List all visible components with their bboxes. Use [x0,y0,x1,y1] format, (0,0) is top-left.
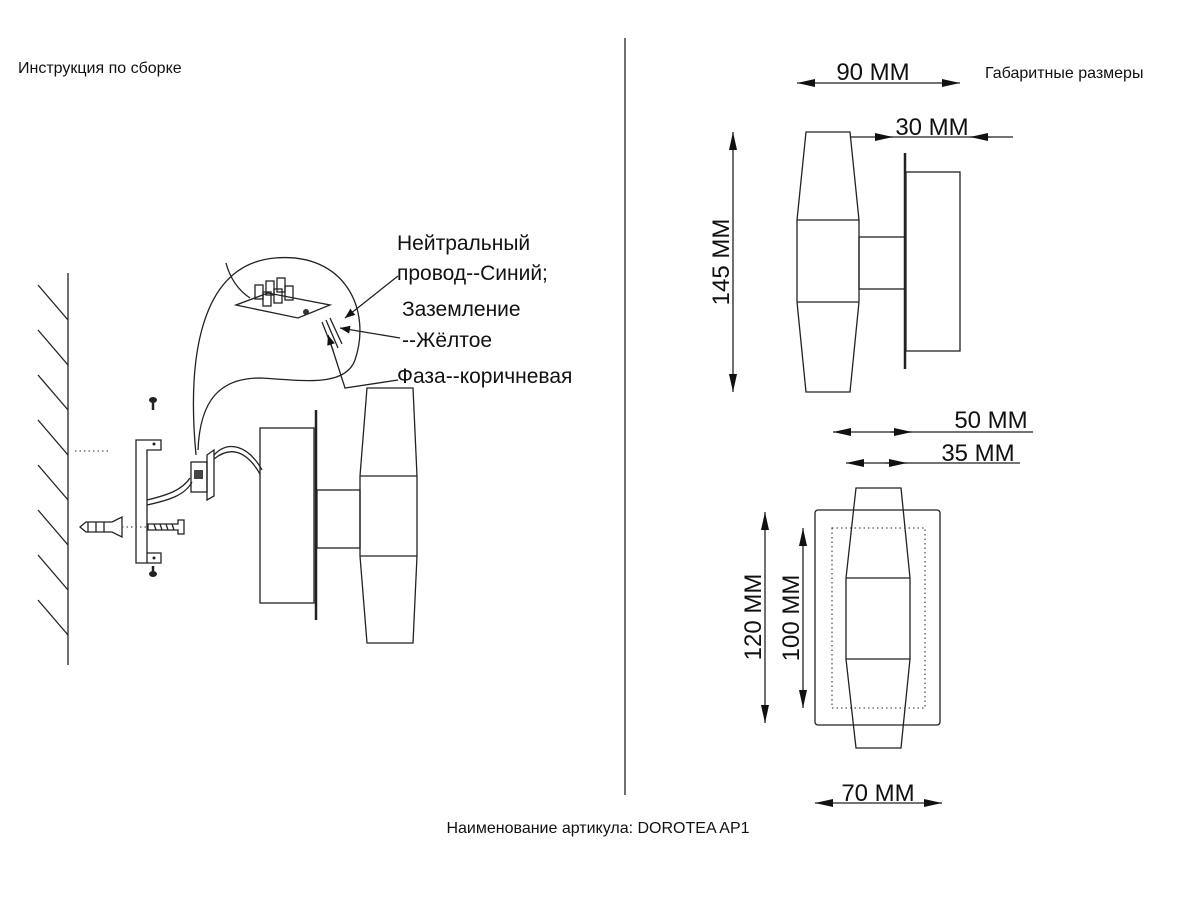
screw-icon [149,397,157,577]
lamp-side-assembly [259,387,418,644]
article-name: Наименование артикула: DOROTEA AP1 [446,820,749,837]
wall-hatching [37,273,69,665]
assembly-instructions-title: Инструкция по сборке [18,60,182,77]
height-100mm-label: 100 MM [778,575,805,662]
depth-35mm-label: 35 MM [941,440,1014,467]
mounting-bracket [135,439,162,564]
lamp-front-view [814,487,941,749]
width-70mm-label: 70 MM [841,780,914,807]
width-90mm-label: 90 MM [836,59,909,86]
neutral-wire-label: Нейтральный [397,232,530,255]
neutral-wire-label-2: провод--Синий; [397,262,548,285]
wall-anchor-icon [78,515,185,539]
neutral-leader [344,275,399,319]
phase-wire-label: Фаза--коричневая [397,365,572,388]
phase-leader [327,334,399,389]
depth-50mm-label: 50 MM [954,407,1027,434]
height-120mm-label: 120 MM [740,574,767,661]
ground-wire-label-2: --Жёлтое [402,329,492,352]
depth-30mm-label: 30 MM [895,114,968,141]
ground-leader [339,325,401,339]
height-145mm-label: 145 MM [708,219,735,306]
lamp-side-view [796,131,961,393]
terminal-block [146,446,263,506]
wiring-detail-callout [192,257,361,456]
overall-dimensions-title: Габаритные размеры [985,65,1143,82]
ground-wire-label: Заземление [402,298,521,321]
